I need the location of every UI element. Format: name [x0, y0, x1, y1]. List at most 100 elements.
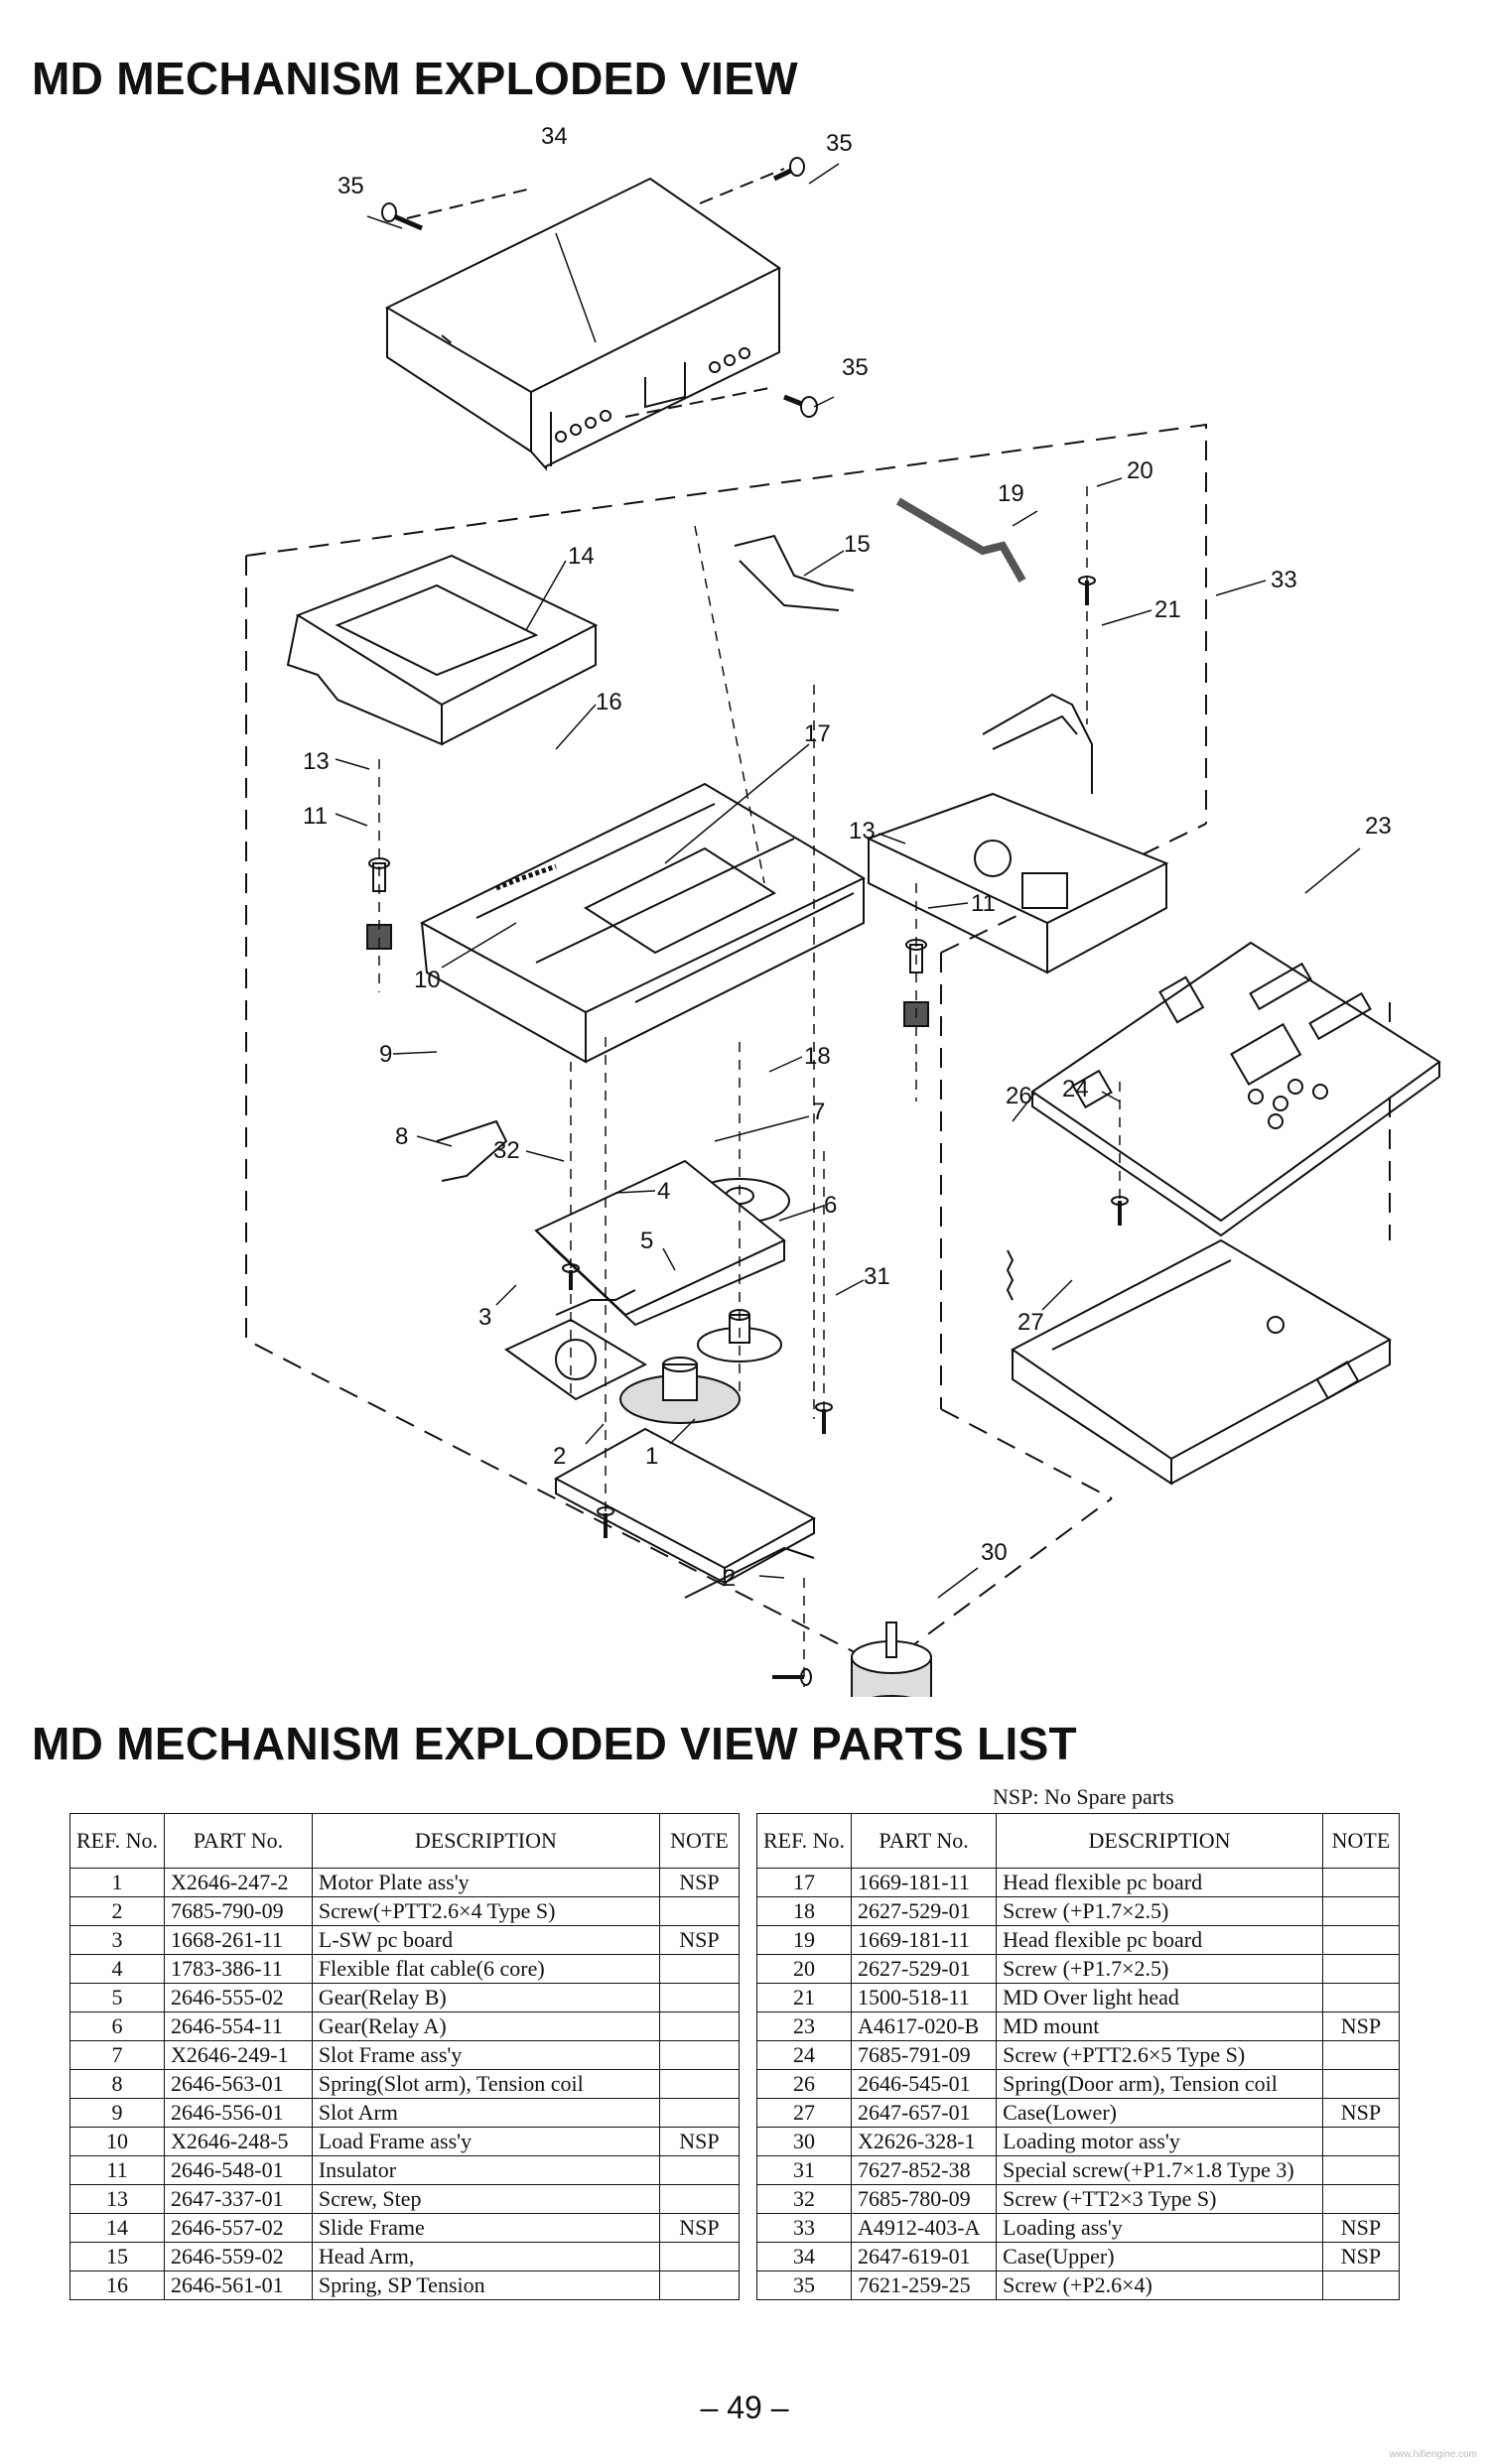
cell-part: 1669-181-11	[850, 1925, 998, 1955]
cell-note: NSP	[658, 2213, 741, 2243]
cell-note	[1321, 1983, 1401, 2012]
cell-note: NSP	[658, 2127, 741, 2156]
cell-ref: 2	[69, 1896, 165, 1926]
cell-ref: 10	[69, 2127, 165, 2156]
cell-ref: 14	[69, 2213, 165, 2243]
cell-desc: Loading motor ass'y	[996, 2127, 1323, 2156]
cell-part: 2647-657-01	[850, 2098, 998, 2128]
cell-ref: 30	[756, 2127, 852, 2156]
flex-board-part	[895, 497, 1026, 583]
gear-5-part	[619, 1357, 741, 1424]
cell-ref: 24	[756, 2040, 852, 2070]
watermark: www.hifiengine.com	[1389, 2449, 1477, 2460]
cell-desc: Case(Upper)	[996, 2242, 1323, 2271]
page-title: MD MECHANISM EXPLODED VIEW	[32, 53, 798, 104]
cell-note	[1321, 2127, 1401, 2156]
lsw-board-part	[504, 1318, 648, 1401]
cell-note	[1321, 1925, 1401, 1955]
cell-note	[658, 1954, 741, 1984]
callout-34: 34	[541, 123, 568, 150]
callout-35b: 35	[826, 130, 853, 157]
parts-list-title: MD MECHANISM EXPLODED VIEW PARTS LIST	[32, 1718, 1077, 1769]
callout-7: 7	[812, 1099, 825, 1125]
cell-desc: Special screw(+P1.7×1.8 Type 3)	[996, 2155, 1323, 2185]
cell-note	[658, 2270, 741, 2300]
cell-note	[1321, 1954, 1401, 1984]
cell-part: 7685-790-09	[163, 1896, 313, 1926]
cell-note	[1321, 2270, 1401, 2300]
callout-26: 26	[1006, 1083, 1032, 1109]
spring-16	[495, 863, 557, 891]
cell-ref: 23	[756, 2011, 852, 2041]
flat-cable-part	[555, 1289, 636, 1316]
cell-part: X2646-249-1	[163, 2040, 313, 2070]
cell-ref: 34	[756, 2242, 852, 2271]
cell-desc: MD mount	[996, 2011, 1323, 2041]
callout-8: 8	[395, 1123, 408, 1150]
header-part: PART No.	[163, 1813, 313, 1869]
cell-desc: Spring(Door arm), Tension coil	[996, 2069, 1323, 2099]
case-upper-part	[384, 168, 785, 471]
callout-9: 9	[379, 1041, 392, 1068]
cell-part: A4912-403-A	[850, 2213, 998, 2243]
table-header-row: REF. No. PART No. DESCRIPTION NOTE	[756, 1813, 1401, 1869]
cell-note: NSP	[1321, 2098, 1401, 2128]
screw-35-left	[381, 202, 423, 231]
cell-desc: Slot Arm	[311, 2098, 660, 2128]
cell-part: X2646-247-2	[163, 1868, 313, 1897]
slot-frame-part	[534, 1159, 786, 1327]
cell-part: 2646-561-01	[163, 2270, 313, 2300]
screw-35-top	[772, 157, 805, 182]
cell-desc: Motor Plate ass'y	[311, 1868, 660, 1897]
table-header-row: REF. No. PART No. DESCRIPTION NOTE	[69, 1813, 741, 1869]
callout-2-upper: 2	[553, 1443, 566, 1470]
cell-part: A4617-020-B	[850, 2011, 998, 2041]
case-lower-part	[1011, 1238, 1393, 1486]
cell-desc: Screw (+P1.7×2.5)	[996, 1954, 1323, 1984]
callout-13-left: 13	[303, 748, 330, 775]
loading-motor-part	[851, 1621, 932, 1697]
cell-note: NSP	[1321, 2213, 1401, 2243]
screw-2-lower	[772, 1668, 812, 1686]
spring-26	[1006, 1249, 1015, 1301]
cell-note	[1321, 2040, 1401, 2070]
callout-10: 10	[414, 967, 441, 993]
callout-32: 32	[493, 1137, 520, 1164]
cell-part: X2646-248-5	[163, 2127, 313, 2156]
cell-part: 1669-181-11	[850, 1868, 998, 1897]
cell-ref: 35	[756, 2270, 852, 2300]
callout-11-right: 11	[971, 890, 996, 917]
cell-note	[658, 2040, 741, 2070]
callout-11-left: 11	[303, 803, 328, 830]
cell-desc: Head Arm,	[311, 2242, 660, 2271]
cell-ref: 3	[69, 1925, 165, 1955]
cell-desc: Case(Lower)	[996, 2098, 1323, 2128]
callout-23: 23	[1365, 813, 1392, 840]
cell-note	[658, 2155, 741, 2185]
cell-ref: 11	[69, 2155, 165, 2185]
cell-desc: Spring(Slot arm), Tension coil	[311, 2069, 660, 2099]
cell-note: NSP	[658, 1868, 741, 1897]
callout-5: 5	[640, 1228, 653, 1254]
cell-ref: 17	[756, 1868, 852, 1897]
cell-part: 7627-852-38	[850, 2155, 998, 2185]
cell-ref: 15	[69, 2242, 165, 2271]
case-lower-boundary	[940, 823, 1207, 954]
callout-3: 3	[478, 1304, 491, 1331]
callout-4: 4	[657, 1178, 670, 1205]
cell-ref: 26	[756, 2069, 852, 2099]
cell-desc: L-SW pc board	[311, 1925, 660, 1955]
